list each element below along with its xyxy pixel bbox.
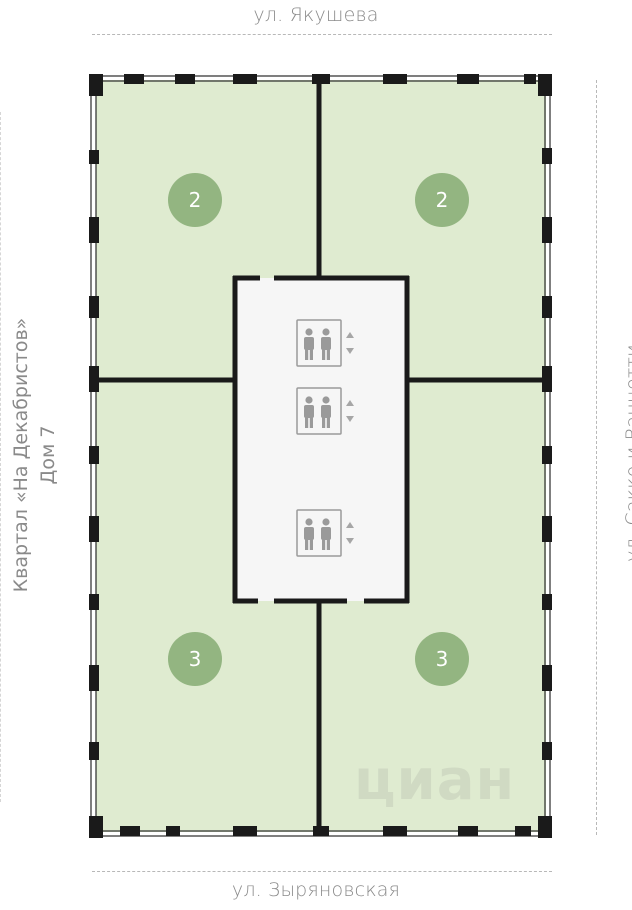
arrow-up-icon	[346, 332, 354, 338]
badge-circle	[168, 632, 222, 686]
street-line-bottom	[92, 871, 552, 872]
badge-bottom-right[interactable]: 3	[415, 632, 469, 686]
arrow-down-icon	[346, 538, 354, 544]
arrow-up-icon	[346, 400, 354, 406]
facade-pillars	[89, 74, 552, 838]
badge-rooms-bottom-left: 3	[189, 647, 202, 671]
street-line-right	[596, 80, 597, 835]
elevator-core	[235, 278, 407, 601]
street-line-top	[92, 34, 552, 35]
elevator-icon	[296, 509, 354, 557]
elevators	[296, 319, 354, 557]
elevator-icon	[296, 319, 354, 367]
badge-rooms-top-left: 2	[189, 188, 202, 212]
elevator-icon	[296, 387, 354, 435]
neighbor-line	[0, 112, 1, 802]
street-label-top: ул. Якушева	[253, 4, 379, 26]
badge-top-right[interactable]: 2	[415, 173, 469, 227]
badge-circle	[168, 173, 222, 227]
badge-rooms-top-right: 2	[436, 188, 449, 212]
street-label-bottom: ул. Зыряновская	[231, 879, 401, 901]
arrow-up-icon	[346, 522, 354, 528]
arrow-down-icon	[346, 348, 354, 354]
watermark: циан	[354, 748, 516, 813]
badge-rooms-bottom-right: 3	[436, 647, 449, 671]
arrow-down-icon	[346, 416, 354, 422]
badge-circle	[415, 632, 469, 686]
badge-bottom-left[interactable]: 3	[168, 632, 222, 686]
interior-walls	[96, 80, 546, 834]
badge-top-left[interactable]: 2	[168, 173, 222, 227]
badge-circle	[415, 173, 469, 227]
